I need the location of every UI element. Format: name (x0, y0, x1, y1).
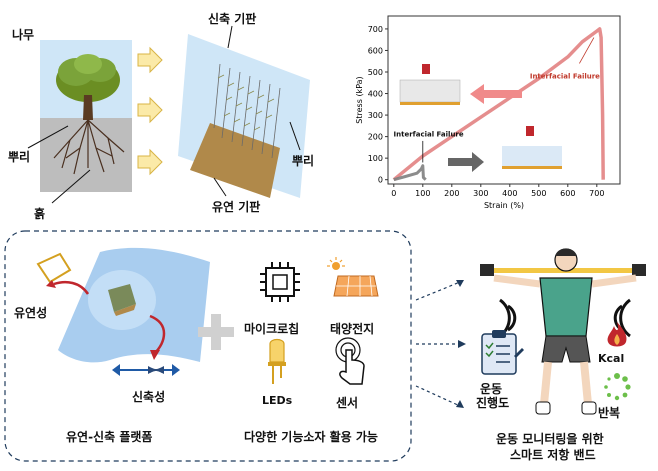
dashed-connector-arrows (415, 280, 466, 408)
stress-strain-chart: 0 100 200 300 400 500 600 700 0 100 200 300 400 500 60… (355, 15, 621, 210)
x-tick-label: 400 (502, 189, 517, 198)
solar-cell-label: 태양전지 (330, 322, 375, 336)
y-tick-label: 300 (368, 111, 383, 120)
platform-illustration (36, 247, 210, 376)
soil-label: 흙 (34, 207, 46, 221)
y-tick-label: 700 (368, 25, 383, 34)
series-line-1 (393, 164, 427, 182)
exercise-progress-label-1: 운동 (480, 382, 503, 396)
arrow-right-icon (137, 46, 163, 176)
microchip-icon (260, 262, 300, 302)
annotation-1: Interfacial Failure (394, 131, 464, 139)
x-tick-label: 0 (391, 189, 396, 198)
band-title-line-1: 운동 모니터링을 위한 (496, 432, 604, 446)
series-line-0 (392, 27, 605, 182)
repeat-icon (604, 373, 631, 401)
flex-substrate-label: 유연 기판 (212, 200, 261, 214)
y-tick-label: 400 (368, 90, 383, 99)
y-tick-label: 600 (368, 46, 383, 55)
microchip-label: 마이크로칩 (244, 322, 300, 336)
x-tick-label: 200 (444, 189, 459, 198)
inset-left-arrow-icon (470, 84, 522, 104)
platform-label: 유연-신축 플랫폼 (66, 430, 153, 444)
y-axis-label: Stress (kPa) (355, 76, 364, 123)
repeat-label: 반복 (598, 406, 621, 420)
y-tick-label: 0 (378, 176, 383, 185)
y-tick-label: 100 (368, 154, 383, 163)
led-icon (268, 338, 286, 384)
kcal-label: Kcal (598, 352, 625, 365)
substrate-illustration (178, 34, 310, 198)
x-tick-label: 300 (473, 189, 488, 198)
x-tick-label: 700 (589, 189, 604, 198)
annotation-0: Interfacial Failure (530, 72, 600, 80)
x-axis-label: Strain (%) (484, 201, 524, 210)
touch-sensor-icon (335, 337, 365, 385)
tree-illustration (40, 40, 132, 192)
root-label-2: 뿌리 (292, 154, 315, 168)
inset-right-arrow-icon (448, 152, 484, 172)
x-tick-label: 600 (560, 189, 575, 198)
inset-layered-sample (399, 79, 461, 103)
functions-label: 다양한 기능소자 활용 가능 (244, 430, 378, 444)
dashed-panel-border (4, 230, 412, 462)
tree-panel (40, 40, 132, 192)
plus-icon (198, 314, 234, 350)
inset-plain-base (502, 166, 562, 169)
inset-layered-base (400, 102, 460, 105)
inset-up-arrow-icon-2 (526, 126, 534, 136)
x-tick-label: 100 (415, 189, 430, 198)
flame-icon (607, 322, 627, 347)
exercise-progress-label-2: 진행도 (476, 396, 510, 410)
inset-plain-sample (502, 146, 562, 166)
band-title-line-2: 스마트 저항 밴드 (510, 448, 596, 462)
stretchability-label: 신축성 (132, 390, 166, 404)
root-label: 뿌리 (8, 150, 31, 164)
led-label: LEDs (262, 394, 293, 407)
substrate-pointer-lines (213, 25, 301, 197)
person-illustration (480, 248, 646, 415)
clipboard-checklist-icon (481, 330, 524, 375)
root-pointer-line (27, 125, 91, 204)
inset-up-arrow-icon (422, 64, 430, 74)
flexibility-label: 유연성 (14, 306, 48, 320)
annotation-pointer-0 (579, 37, 595, 64)
x-tick-label: 500 (531, 189, 546, 198)
y-tick-label: 200 (368, 133, 383, 142)
y-tick-label: 500 (368, 68, 383, 77)
stretch-substrate-label: 신축 기판 (208, 12, 257, 26)
sensor-label: 센서 (336, 396, 359, 410)
tree-label: 나무 (12, 28, 35, 42)
solar-panel-icon (327, 257, 379, 297)
